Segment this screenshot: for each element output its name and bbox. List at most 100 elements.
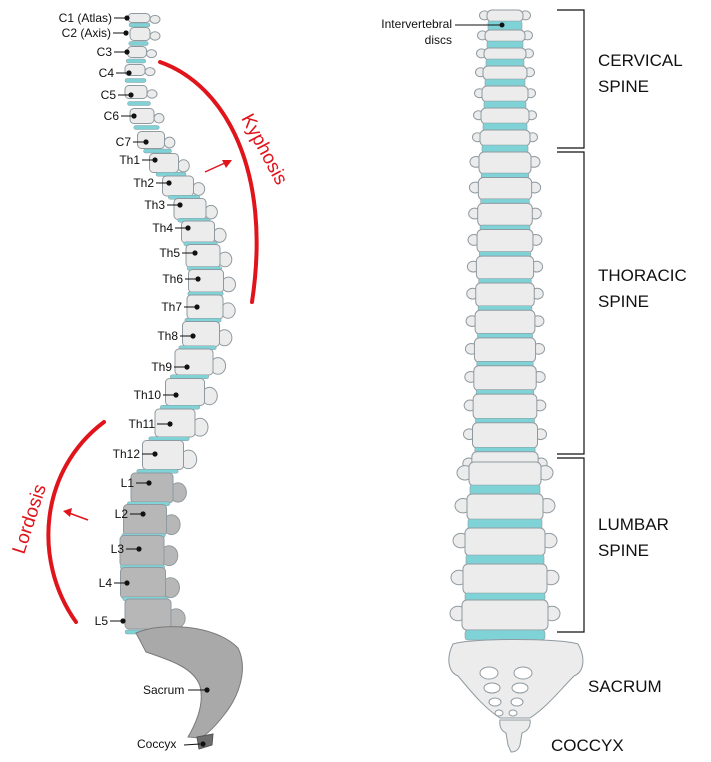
side-vertebra-l1 — [131, 473, 173, 503]
dot-c2-axis — [123, 30, 128, 35]
coccyx-dot — [200, 741, 205, 746]
coccyx-leader — [184, 744, 200, 745]
dot-th5 — [192, 250, 197, 255]
side-spinous-process-c4 — [145, 68, 155, 76]
dot-th6 — [195, 276, 200, 281]
kyphosis-label: Kyphosis — [237, 110, 292, 188]
dot-c6 — [131, 113, 136, 118]
lordosis-label: Lordosis — [9, 482, 51, 557]
label-th3: Th3 — [144, 198, 165, 212]
front-vertebra-2 — [484, 48, 526, 60]
label-c6: C6 — [104, 109, 120, 123]
label-th2: Th2 — [133, 176, 154, 190]
front-vertebrae-group — [450, 10, 560, 640]
dot-th3 — [177, 202, 182, 207]
dot-th2 — [166, 180, 171, 185]
dot-c3 — [124, 49, 129, 54]
front-vertebra-11 — [476, 256, 533, 279]
front-vertebra-3 — [483, 66, 527, 80]
side-spinous-process-c5 — [147, 90, 157, 98]
lumbar-label-line2: SPINE — [598, 541, 649, 560]
dot-l1 — [146, 480, 151, 485]
front-coccyx-shape — [500, 720, 530, 752]
side-disc-c2-axis — [129, 42, 149, 46]
lumbar-bracket — [557, 458, 584, 632]
dot-th11 — [167, 421, 172, 426]
side-vertebra-th1 — [150, 154, 179, 173]
front-disc-lumbosacral — [465, 630, 545, 640]
front-vertebra-21 — [465, 528, 545, 556]
side-spinous-process-c6 — [154, 113, 164, 123]
label-l5: L5 — [95, 614, 109, 628]
label-th11: Th11 — [129, 417, 156, 431]
front-vertebra-22 — [463, 564, 547, 594]
side-view-spine: Sacrum Coccyx C1 (Atlas)C2 (Axis)C3C4C5C… — [59, 11, 243, 751]
side-vertebra-th6 — [189, 270, 224, 293]
side-vertebra-c2-axis — [130, 28, 150, 41]
label-c3: C3 — [97, 45, 113, 59]
front-vertebra-1 — [485, 30, 525, 42]
front-vertebra-15 — [474, 366, 536, 391]
sacrum-label: Sacrum — [143, 683, 184, 697]
side-disc-c6 — [134, 126, 160, 130]
side-vertebra-th9 — [175, 349, 213, 375]
side-vertebra-c5 — [125, 86, 147, 99]
side-spinous-process-c2-axis — [150, 32, 160, 40]
side-disc-c4 — [125, 79, 146, 83]
coccyx-label: Coccyx — [137, 737, 176, 751]
front-vertebra-12 — [476, 283, 535, 307]
side-spinous-process-c3 — [147, 50, 157, 58]
label-l4: L4 — [99, 576, 113, 590]
front-vertebra-7 — [479, 152, 531, 174]
cervical-label-line2: SPINE — [598, 77, 649, 96]
lordosis-curve — [48, 422, 104, 622]
front-vertebra-5 — [481, 108, 529, 124]
side-vertebra-c1-atlas — [128, 14, 150, 23]
side-disc-c5 — [128, 102, 151, 106]
dot-th8 — [190, 333, 195, 338]
side-disc-c1-atlas — [129, 23, 150, 27]
lordosis-arrowhead — [63, 508, 72, 517]
thoracic-label-line1: THORACIC — [598, 266, 687, 285]
cervical-bracket — [557, 10, 584, 148]
front-view-spine: Intervertebral discs CERVICAL SPINE THOR… — [381, 10, 686, 755]
dot-th1 — [152, 157, 157, 162]
front-vertebra-14 — [474, 338, 535, 362]
dot-th9 — [184, 364, 189, 369]
side-vertebra-th8 — [183, 322, 220, 347]
dot-l5 — [120, 618, 125, 623]
side-vertebra-th10 — [166, 379, 205, 406]
side-spinous-process-th3 — [205, 205, 218, 218]
sacrum-region-label: SACRUM — [588, 677, 662, 696]
side-spinous-process-th2 — [192, 183, 204, 196]
front-vertebra-4 — [482, 86, 528, 102]
label-th6: Th6 — [162, 272, 183, 286]
kyphosis-arrow — [205, 162, 227, 172]
coccyx-region-label: COCCYX — [551, 736, 624, 755]
side-vertebra-c7 — [138, 132, 165, 149]
dot-c1-atlas — [124, 15, 129, 20]
dot-c7 — [143, 139, 148, 144]
dot-c4 — [126, 70, 131, 75]
side-vertebra-l3 — [120, 536, 164, 567]
label-c1-atlas: C1 (Atlas) — [59, 11, 112, 25]
side-vertebra-l2 — [124, 505, 167, 536]
label-th4: Th4 — [152, 221, 173, 235]
side-vertebra-th5 — [186, 245, 220, 268]
disc-callout-line1: Intervertebral — [381, 17, 452, 31]
label-th12: Th12 — [113, 447, 141, 461]
side-vertebra-c3 — [128, 47, 147, 58]
label-l2: L2 — [115, 507, 129, 521]
dot-th7 — [194, 304, 199, 309]
front-vertebra-17 — [473, 423, 538, 449]
label-th9: Th9 — [151, 360, 172, 374]
front-vertebra-20 — [467, 494, 543, 520]
dot-l2 — [140, 511, 145, 516]
thoracic-bracket — [557, 152, 584, 454]
dot-c5 — [128, 92, 133, 97]
dot-l4 — [124, 580, 129, 585]
front-vertebra-13 — [475, 310, 535, 334]
side-disc-c7 — [144, 149, 172, 153]
